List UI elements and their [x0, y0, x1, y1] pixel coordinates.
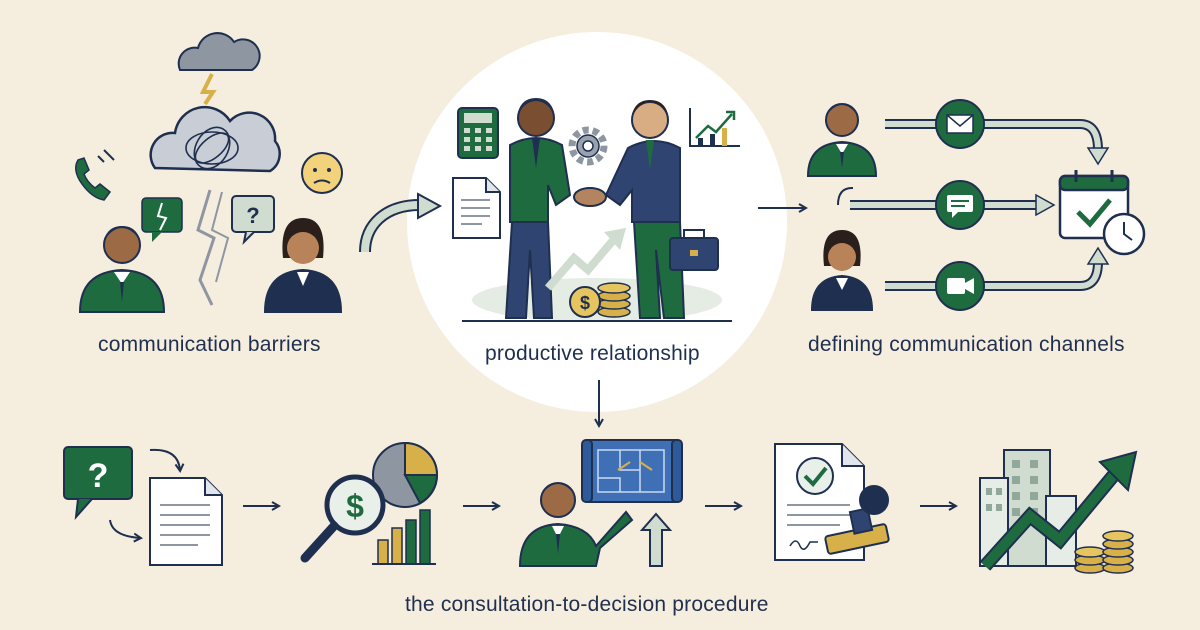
- label-productive-relationship: productive relationship: [485, 342, 700, 365]
- approved-document-icon: [774, 443, 865, 561]
- trend-arrow-icon: [544, 228, 626, 291]
- document-icon: [452, 177, 501, 239]
- question-bubble-large-icon: ?: [63, 446, 133, 521]
- person-man-channels: [806, 103, 878, 177]
- coin-stack-right-icon: [1074, 530, 1134, 574]
- confused-face-icon: [301, 152, 343, 194]
- crack-line-2: [210, 191, 230, 283]
- crack-line: [196, 189, 216, 306]
- coin-stack-icon: $: [569, 282, 631, 318]
- clock-icon: [1102, 212, 1146, 256]
- stamp-icon: [824, 485, 890, 555]
- upward-arrow-icon: [639, 512, 673, 567]
- email-icon: [935, 99, 985, 149]
- label-communication-barriers: communication barriers: [98, 333, 321, 356]
- briefcase-icon: [669, 229, 719, 271]
- lightning-icon: [199, 73, 217, 106]
- tangled-thought-cloud-icon: [149, 105, 281, 173]
- person-presenter: [518, 482, 634, 567]
- person-woman-right: [263, 218, 343, 313]
- person-man-left: [78, 226, 166, 313]
- broken-heart-bubble-icon: [141, 197, 183, 242]
- gear-icon: [568, 126, 608, 166]
- coin-dollar-symbol: $: [580, 293, 590, 313]
- curve-arrow-bottom: [109, 519, 140, 538]
- curved-arrow-icon: [359, 192, 443, 253]
- growth-chart-icon: [689, 108, 740, 147]
- bar-chart-icon: [372, 509, 436, 565]
- label-defining-channels: defining communication channels: [808, 333, 1125, 356]
- question-mark: ?: [246, 203, 259, 228]
- trend-up-icon: [979, 450, 1138, 571]
- magnifier-dollar-symbol: $: [346, 488, 364, 524]
- magnifier-dollar-icon: $: [300, 474, 386, 563]
- report-document-icon: [149, 477, 223, 566]
- curve-arrow-top: [149, 448, 180, 470]
- handshake-icon: [504, 98, 686, 319]
- blueprint-icon: [581, 439, 683, 503]
- label-consultation-procedure: the consultation-to-decision procedure: [405, 593, 769, 616]
- storm-cloud-icon: [177, 32, 261, 71]
- phone-icon: [75, 149, 115, 201]
- person-woman-channels: [810, 230, 874, 311]
- calculator-icon: [457, 107, 499, 159]
- chat-icon: [935, 180, 985, 230]
- question-bubble-icon: ?: [231, 195, 275, 246]
- highlight-circle: [407, 32, 787, 412]
- pie-chart-icon: [372, 441, 439, 508]
- large-question-mark: ?: [88, 457, 109, 495]
- video-icon: [935, 261, 985, 311]
